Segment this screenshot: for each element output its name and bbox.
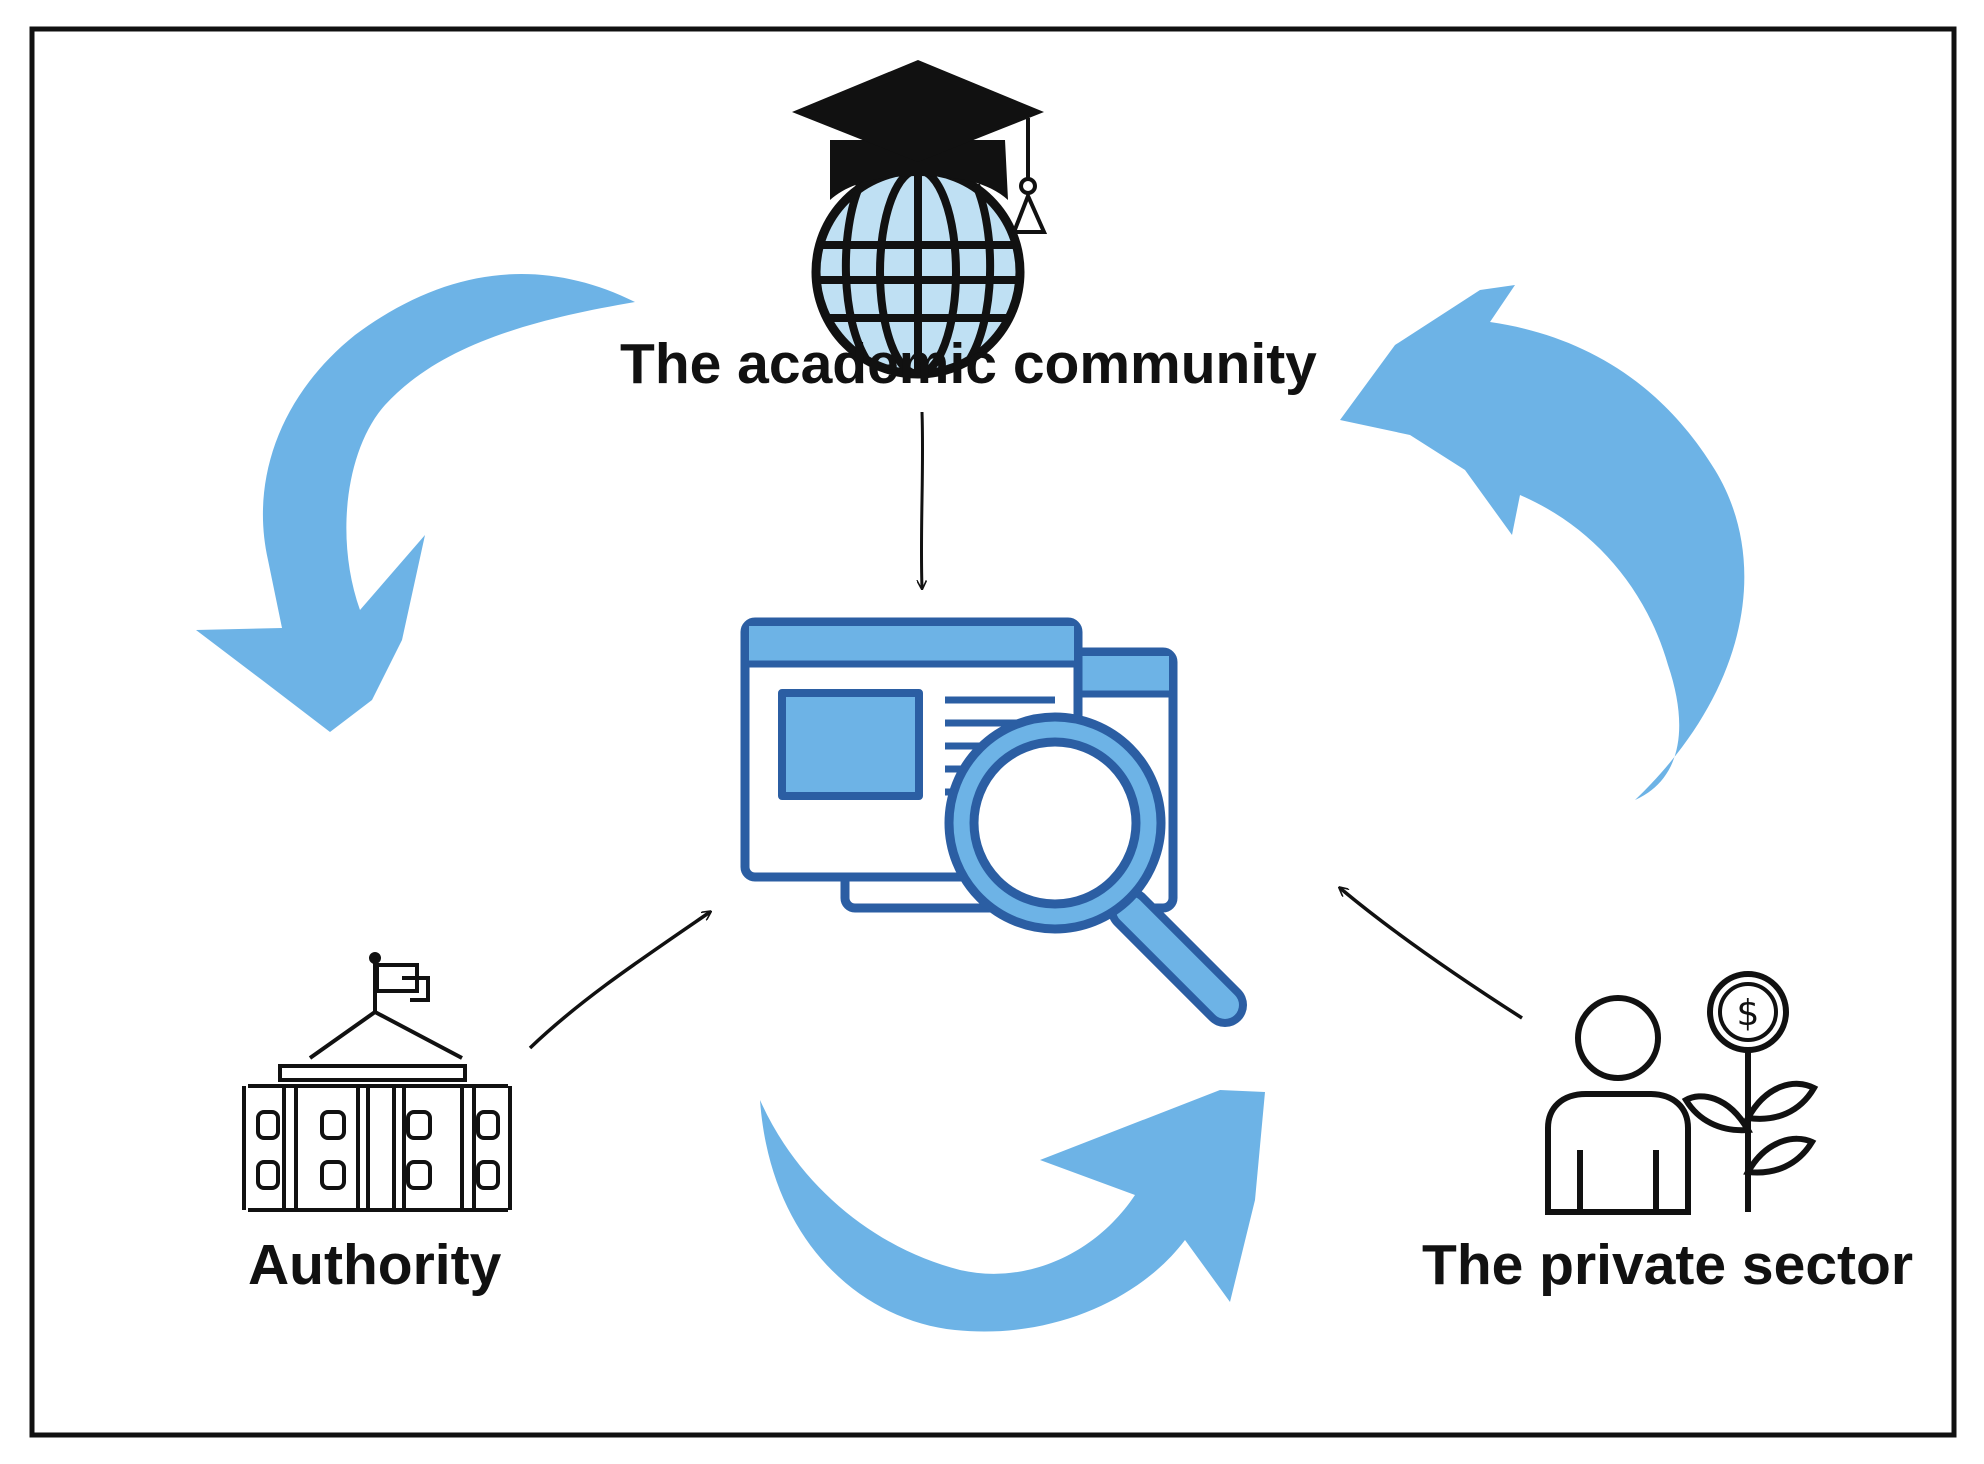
cycle-arrow-right — [1340, 285, 1745, 800]
label-private-sector: The private sector — [1422, 1233, 1914, 1297]
svg-text:$: $ — [1737, 993, 1760, 1034]
cycle-arrow-bottom — [760, 1090, 1265, 1332]
graduation-globe-icon — [792, 60, 1048, 379]
arrow-authority-to-center — [528, 912, 710, 1050]
arrow-private-to-center — [1340, 888, 1523, 1020]
cycle-arrow-left — [196, 274, 635, 732]
investor-plant-icon: $ — [1545, 971, 1819, 1215]
label-academic-community: The academic community — [620, 332, 1317, 396]
label-authority: Authority — [248, 1233, 502, 1297]
government-building-icon — [242, 952, 512, 1212]
arrow-academic-to-center — [921, 411, 922, 588]
research-magnifier-icon — [740, 617, 1247, 1027]
